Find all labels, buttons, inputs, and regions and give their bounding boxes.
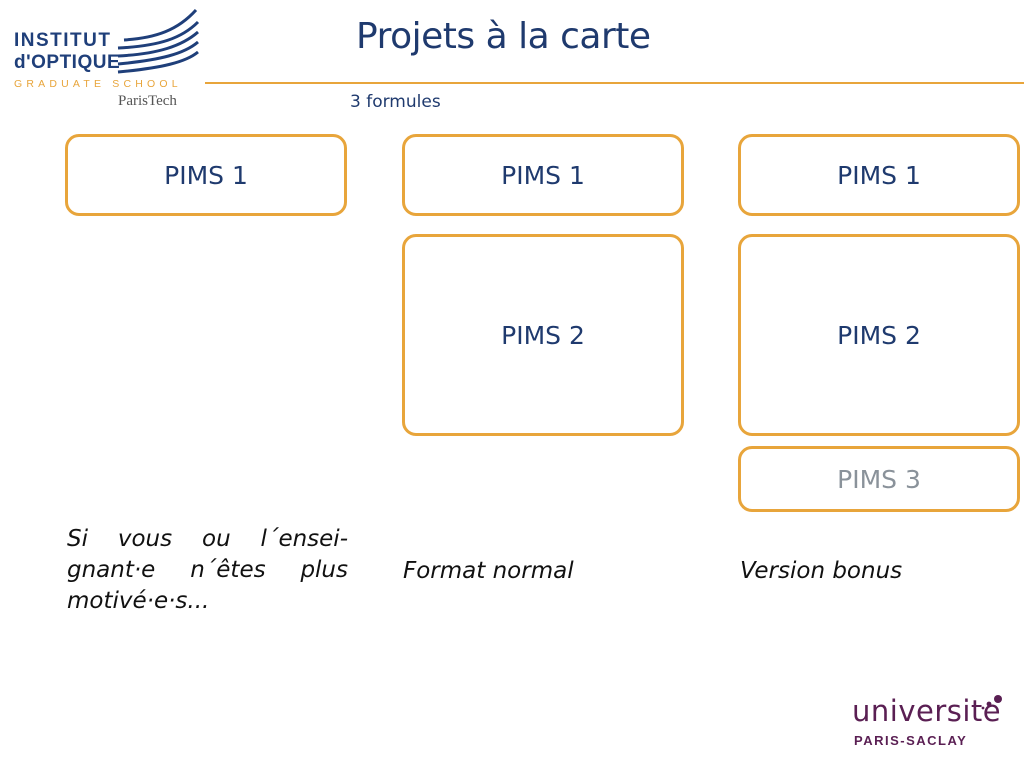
col3-pims1-box: PIMS 1 bbox=[738, 134, 1020, 216]
box-label: PIMS 1 bbox=[501, 160, 585, 190]
logo-line-institut: INSTITUT bbox=[14, 30, 112, 51]
logo-line-optique: d'OPTIQUE bbox=[14, 52, 121, 73]
box-label: PIMS 2 bbox=[501, 320, 585, 350]
caption-col2: Format normal bbox=[403, 558, 574, 584]
caption-col1: Si vous ou l´ensei-gnant·e n´êtes plus m… bbox=[67, 526, 348, 614]
logo-word-paris-saclay: PARIS-SACLAY bbox=[854, 733, 968, 748]
caption-col3: Version bonus bbox=[740, 558, 903, 584]
logo-dots-icon bbox=[981, 695, 1002, 710]
box-label: PIMS 1 bbox=[164, 160, 248, 190]
swoosh-icon bbox=[117, 8, 200, 74]
slide-title: Projets à la carte bbox=[356, 16, 651, 57]
col2-pims1-box: PIMS 1 bbox=[402, 134, 684, 216]
header-divider bbox=[205, 82, 1024, 84]
slide-subtitle: 3 formules bbox=[350, 92, 441, 112]
col3-pims2-box: PIMS 2 bbox=[738, 234, 1020, 436]
logo-line-paristech: ParisTech bbox=[118, 93, 177, 109]
institut-optique-logo: INSTITUT d'OPTIQUE GRADUATE SCHOOL Paris… bbox=[12, 8, 202, 112]
logo-word-universite: universite bbox=[852, 694, 1002, 728]
box-label: PIMS 1 bbox=[837, 160, 921, 190]
col2-pims2-box: PIMS 2 bbox=[402, 234, 684, 436]
universite-paris-saclay-logo: universite PARIS-SACLAY bbox=[852, 694, 1012, 754]
logo-line-graduate-school: GRADUATE SCHOOL bbox=[14, 78, 182, 90]
col3-pims3-box: PIMS 3 bbox=[738, 446, 1020, 512]
col1-pims1-box: PIMS 1 bbox=[65, 134, 347, 216]
box-label: PIMS 2 bbox=[837, 320, 921, 350]
box-label: PIMS 3 bbox=[837, 464, 921, 494]
